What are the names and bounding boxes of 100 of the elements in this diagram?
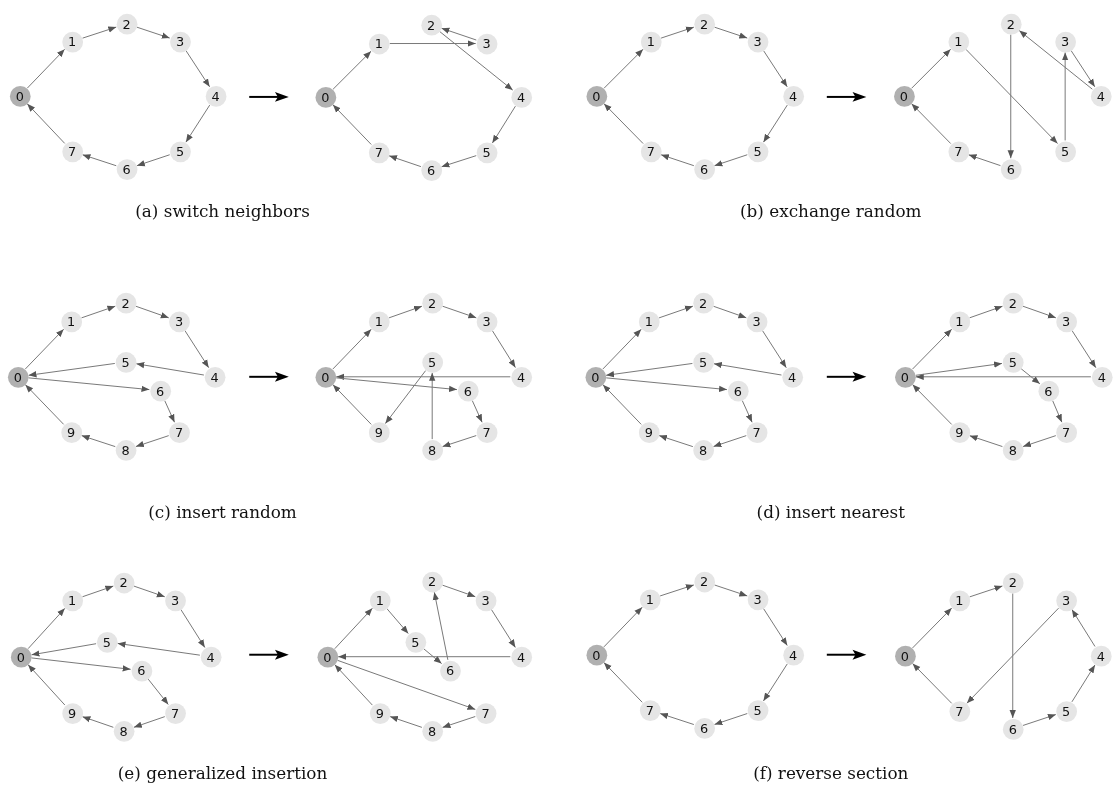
vertex-circle: 6: [727, 380, 749, 402]
vertex-circle: 4: [1090, 645, 1112, 667]
vertex-circle: 0: [10, 646, 32, 668]
vertex-circle: 8: [421, 439, 443, 461]
vertex-circle: 4: [782, 85, 804, 107]
vertex-circle: 4: [782, 644, 804, 666]
vertex-circle: 0: [315, 366, 336, 388]
vertex-circle: 9: [60, 421, 82, 443]
vertex-circle: 7: [164, 702, 186, 724]
vertex-circle: 2: [692, 292, 714, 313]
vertex-circle: 2: [115, 292, 136, 313]
vertex-circle: 5: [1002, 351, 1024, 373]
vertex-circle: 5: [1055, 700, 1077, 722]
vertex-circle: 4: [205, 85, 226, 107]
vertex-circle: 5: [692, 351, 714, 373]
subfigure-caption: (b) exchange random: [740, 200, 922, 221]
vertex-circle: 6: [1037, 380, 1059, 402]
vertex-circle: 0: [894, 366, 916, 388]
vertex-circle: 0: [7, 366, 29, 388]
vertex-circle: 5: [1054, 140, 1076, 162]
vertex-circle: 7: [948, 700, 970, 722]
vertex-circle: 2: [113, 572, 134, 593]
vertex-circle: 0: [586, 85, 607, 107]
vertex-circle: 4: [1090, 85, 1112, 107]
vertex-circle: 5: [747, 140, 768, 162]
vertex-circle: 3: [746, 311, 767, 332]
vertex-circle: 9: [948, 421, 970, 443]
vertex-circle: 1: [369, 589, 391, 611]
vertex-circle: 4: [204, 366, 225, 388]
vertex-circle: 2: [693, 571, 715, 592]
vertex-circle: 0: [893, 85, 915, 107]
vertex-circle: 7: [639, 699, 661, 721]
vertex-circle: 2: [693, 13, 715, 35]
vertex-circle: 8: [421, 720, 443, 742]
vertex-circle: 5: [169, 140, 191, 162]
vertex-circle: 6: [693, 717, 715, 739]
vertex-circle: 3: [475, 589, 496, 611]
vertex-circle: 0: [316, 646, 338, 668]
vertex-circle: 6: [1000, 158, 1022, 180]
vertex-circle: 2: [1002, 292, 1024, 313]
vertex-circle: 2: [420, 14, 442, 36]
vertex-circle: 8: [115, 439, 136, 461]
vertex-circle: 5: [476, 141, 497, 163]
vertex-circle: 6: [116, 158, 137, 180]
vertex-circle: 1: [947, 31, 969, 52]
subfigure-caption: (a) switch neighbors: [135, 200, 310, 221]
vertex-circle: 0: [894, 645, 916, 667]
vertex-circle: 4: [510, 366, 532, 388]
vertex-circle: 5: [747, 699, 768, 721]
vertex-circle: 5: [115, 351, 136, 373]
vertex-circle: 7: [168, 421, 190, 443]
vertex-circle: 4: [1091, 366, 1113, 388]
vertex-circle: 1: [639, 588, 661, 610]
vertex-circle: 1: [638, 311, 660, 332]
vertex-circle: 3: [476, 33, 497, 54]
vertex-circle: 3: [169, 31, 191, 52]
vertex-circle: 2: [116, 13, 137, 35]
vertex-circle: 7: [61, 140, 83, 162]
vertex-circle: 3: [1054, 31, 1076, 52]
vertex-circle: 8: [692, 439, 714, 461]
vertex-circle: 3: [747, 31, 768, 52]
vertex-circle: 1: [948, 589, 970, 611]
subfigure-caption: (e) generalized insertion: [117, 763, 328, 784]
subfigure-caption: (c) insert random: [148, 502, 297, 523]
vertex-circle: 9: [638, 421, 660, 443]
vertex-circle: 3: [168, 311, 190, 332]
vertex-circle: 6: [1002, 718, 1024, 740]
vertex-circle: 2: [421, 571, 443, 592]
vertex-circle: 1: [368, 33, 390, 54]
vertex-circle: 2: [421, 292, 443, 313]
vertex-circle: 2: [1002, 572, 1024, 593]
vertex-circle: 4: [510, 86, 532, 108]
vertex-circle: 4: [781, 366, 803, 388]
vertex-circle: 9: [369, 702, 391, 724]
vertex-circle: 3: [476, 311, 497, 332]
vertex-circle: 1: [60, 311, 82, 332]
vertex-circle: 6: [439, 660, 461, 681]
vertex-circle: 6: [457, 380, 479, 402]
vertex-circle: 6: [693, 158, 715, 180]
vertex-circle: 5: [96, 631, 118, 653]
vertex-circle: 6: [420, 159, 442, 181]
vertex-circle: 7: [640, 140, 662, 162]
vertex-circle: 7: [1055, 421, 1077, 443]
vertex-circle: 7: [746, 421, 767, 443]
vertex-circle: 7: [475, 702, 496, 724]
vertex-circle: 4: [200, 646, 222, 668]
subfigure-caption: (d) insert nearest: [756, 502, 905, 523]
vertex-circle: 1: [368, 311, 390, 332]
vertex-circle: 7: [947, 140, 969, 162]
vertex-circle: 1: [61, 589, 83, 611]
vertex-circle: 9: [61, 702, 83, 724]
vertex-circle: 8: [1002, 439, 1024, 461]
vertex-circle: 1: [640, 31, 662, 52]
vertex-circle: 6: [131, 660, 152, 681]
vertex-circle: 4: [510, 646, 532, 668]
vertex-circle: 3: [747, 588, 768, 610]
vertex-circle: 7: [476, 421, 497, 443]
vertex-circle: 3: [1055, 311, 1077, 332]
vertex-circle: 0: [315, 86, 336, 108]
vertex-circle: 1: [948, 311, 970, 332]
